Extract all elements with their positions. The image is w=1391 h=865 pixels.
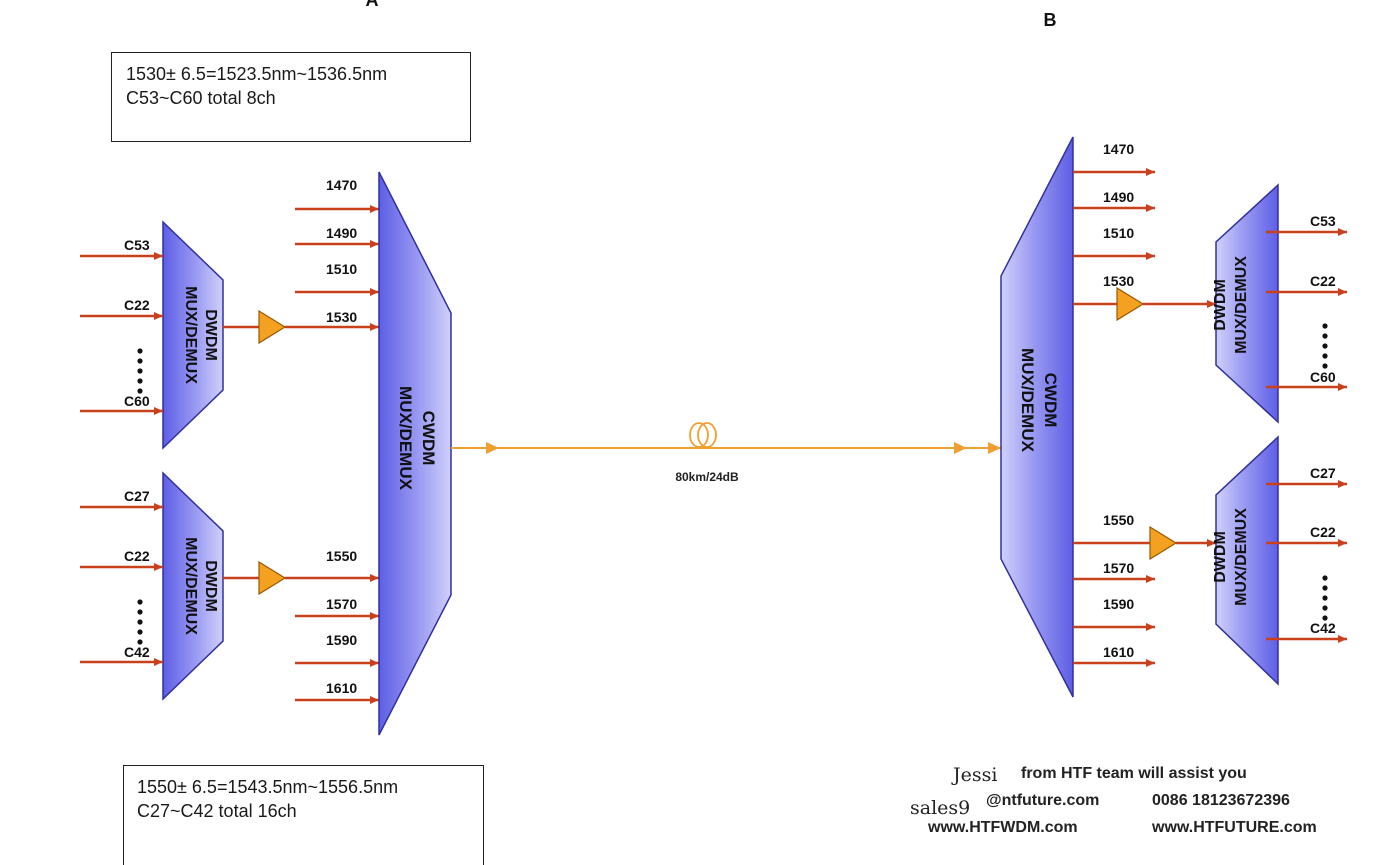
cwdm-label-a-2: MUX/DEMUX <box>396 386 415 491</box>
wavelength-label: 1470 <box>326 177 357 193</box>
channel-outputs-upper-b: C53 C22 C60 <box>1266 213 1347 391</box>
contact-website-2: www.HTFUTURE.com <box>1152 819 1317 836</box>
wavelength-label: 1510 <box>326 261 357 277</box>
wavelength-label: 1590 <box>326 632 357 648</box>
band-info-box-top: 1530± 6.5=1523.5nm~1536.5nm C53~C60 tota… <box>111 52 471 142</box>
wavelength-label: 1470 <box>1103 141 1134 157</box>
ellipsis-dots <box>137 599 143 645</box>
wavelength-label: 1550 <box>326 548 357 564</box>
dwdm-demux-lower-b <box>1215 435 1279 686</box>
dwdm-mux-upper-a <box>162 220 224 450</box>
channel-label: C42 <box>124 644 150 660</box>
dwdm-demux-upper-b <box>1215 183 1279 424</box>
wavelength-label: 1610 <box>1103 644 1134 660</box>
cwdm-label-a-1: CWDM <box>419 411 438 466</box>
fiber-spool-icon <box>689 422 709 448</box>
wavelength-inputs-a: 1470 1490 1510 1530 1550 1570 1590 1610 <box>295 177 379 704</box>
fiber-arrow <box>486 442 499 454</box>
channel-label: C27 <box>1310 465 1336 481</box>
contact-name: Jessi <box>953 764 998 786</box>
contact-website-1: www.HTFWDM.com <box>928 819 1078 836</box>
wavelength-label: 1530 <box>1103 273 1134 289</box>
wavelength-label: 1570 <box>1103 560 1134 576</box>
dwdm-label-lower-b-1: DWDM <box>1212 531 1229 583</box>
cwdm-label-b-2: MUX/DEMUX <box>1018 348 1037 453</box>
dwdm-label-upper-b-1: DWDM <box>1212 279 1229 331</box>
contact-phone: 0086 18123672396 <box>1152 792 1290 809</box>
dwdm-mux-lower-a <box>162 471 224 701</box>
channel-inputs-upper-a: C53 C22 C60 <box>80 237 163 415</box>
channel-label: C53 <box>124 237 150 253</box>
ellipsis-dots <box>1322 323 1328 369</box>
fiber-spool-icon <box>697 422 717 448</box>
channel-label: C42 <box>1310 620 1336 636</box>
cwdm-label-b-1: CWDM <box>1041 373 1060 428</box>
channel-label: C27 <box>124 488 150 504</box>
wavelength-label: 1570 <box>326 596 357 612</box>
cwdm-mux-b <box>1000 136 1074 698</box>
section-label-a: A <box>366 0 379 10</box>
band-info-line: 1550± 6.5=1543.5nm~1556.5nm <box>137 777 399 797</box>
channel-label: C22 <box>1310 273 1336 289</box>
dwdm-label-lower-a-1: DWDM <box>202 560 219 612</box>
fiber-label: 80km/24dB <box>675 470 739 484</box>
fiber-link: 80km/24dB <box>451 422 1001 484</box>
amplifier-icon <box>258 560 287 596</box>
wavelength-label: 1610 <box>326 680 357 696</box>
dwdm-label-lower-a-2: MUX/DEMUX <box>182 537 199 635</box>
wavelength-label: 1590 <box>1103 596 1134 612</box>
channel-label: C60 <box>1310 369 1336 385</box>
amplifier-icon <box>1116 286 1145 322</box>
section-label-b: B <box>1044 10 1057 30</box>
wavelength-label: 1550 <box>1103 512 1134 528</box>
wavelength-label: 1490 <box>326 225 357 241</box>
contact-assist-text: from HTF team will assist you <box>1021 765 1247 782</box>
channel-outputs-lower-b: C27 C22 C42 <box>1266 465 1347 643</box>
channel-label: C60 <box>124 393 150 409</box>
channel-label: C53 <box>1310 213 1336 229</box>
fiber-arrow <box>988 442 1001 454</box>
contact-email-prefix: sales9 <box>910 797 971 819</box>
dwdm-label-lower-b-2: MUX/DEMUX <box>1233 508 1250 606</box>
fiber-arrow <box>954 442 967 454</box>
wavelength-label: 1490 <box>1103 189 1134 205</box>
dwdm-label-upper-a-2: MUX/DEMUX <box>182 286 199 384</box>
band-info-line: C27~C42 total 16ch <box>137 801 297 821</box>
channel-label: C22 <box>1310 524 1336 540</box>
amplifier-icon <box>1149 525 1178 561</box>
amplifier-icon <box>258 309 287 345</box>
wavelength-label: 1530 <box>326 309 357 325</box>
dwdm-label-upper-a-1: DWDM <box>202 309 219 361</box>
dwdm-label-upper-b-2: MUX/DEMUX <box>1233 256 1250 354</box>
wavelength-label: 1510 <box>1103 225 1134 241</box>
ellipsis-dots <box>137 348 143 394</box>
ellipsis-dots <box>1322 575 1328 621</box>
channel-label: C22 <box>124 548 150 564</box>
band-info-line: 1530± 6.5=1523.5nm~1536.5nm <box>126 64 388 84</box>
band-info-line: C53~C60 total 8ch <box>126 88 276 108</box>
cwdm-mux-a <box>378 171 452 736</box>
contact-email-suffix: @ntfuture.com <box>986 792 1100 809</box>
channel-label: C22 <box>124 297 150 313</box>
wavelength-outputs-b: 1470 1490 1510 1530 1550 1570 1590 1610 <box>1073 141 1155 667</box>
band-info-box-bottom: 1550± 6.5=1543.5nm~1556.5nm C27~C42 tota… <box>123 765 484 865</box>
channel-inputs-lower-a: C27 C22 C42 <box>80 488 163 666</box>
